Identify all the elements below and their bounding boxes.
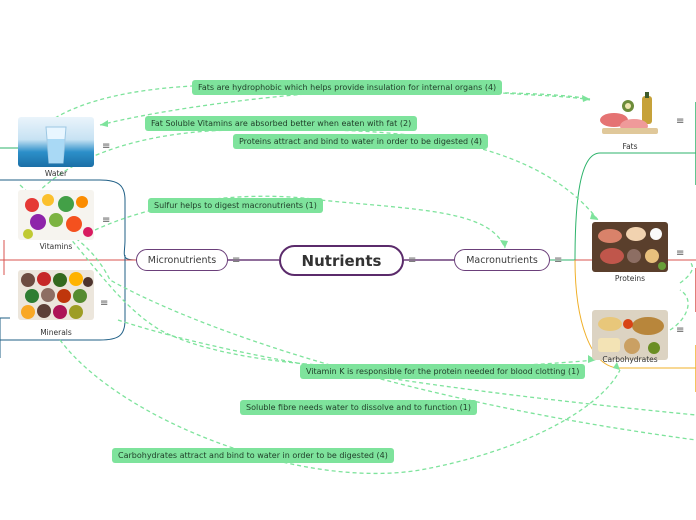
fruits-vegetables-icon (23, 194, 93, 239)
central-menu-icon[interactable]: ≡ (408, 255, 417, 266)
relationship-label[interactable]: Fat Soluble Vitamins are absorbed better… (145, 116, 418, 131)
proteins-menu-icon[interactable]: ≡ (676, 248, 685, 259)
relationship-label[interactable]: Soluble fibre needs water to dissolve an… (240, 400, 478, 415)
proteins-image[interactable] (592, 222, 668, 272)
carbohydrates-image[interactable] (592, 310, 668, 360)
relationship-label[interactable]: Proteins attract and bind to water in or… (233, 134, 489, 149)
relationship-label[interactable]: Carbohydrates attract and bind to water … (112, 448, 394, 463)
protein-foods-icon (598, 227, 666, 270)
water-image[interactable] (18, 117, 94, 167)
water-label: Water (44, 169, 68, 178)
minerals-menu-icon[interactable]: ≡ (100, 298, 109, 309)
macronutrients-node[interactable]: Macronutrients (454, 249, 550, 271)
carbohydrate-foods-icon (598, 317, 664, 354)
minerals-label: Minerals (40, 328, 72, 337)
mineral-foods-icon (21, 272, 93, 319)
micronutrients-label: Micronutrients (147, 254, 217, 266)
macronutrients-label: Macronutrients (466, 254, 538, 266)
fats-menu-icon[interactable]: ≡ (676, 116, 685, 127)
central-topic-nutrients[interactable]: Nutrients (279, 245, 404, 276)
minerals-image[interactable] (18, 270, 94, 320)
vitamins-menu-icon[interactable]: ≡ (102, 215, 111, 226)
relationship-label[interactable]: Vitamin K is responsible for the protein… (300, 364, 586, 379)
carbohydrates-label: Carbohydrates (602, 355, 658, 364)
fats-foods-icon (600, 92, 658, 134)
proteins-label: Proteins (614, 274, 646, 283)
water-glass-icon (45, 126, 67, 164)
water-menu-icon[interactable]: ≡ (102, 141, 111, 152)
central-topic-label: Nutrients (301, 251, 382, 270)
fats-image[interactable] (592, 90, 668, 140)
relationship-label[interactable]: Sulfur helps to digest macronutrients (1… (148, 198, 323, 213)
macronutrients-menu-icon[interactable]: ≡ (554, 255, 563, 266)
vitamins-label: Vitamins (39, 242, 73, 251)
micronutrients-node[interactable]: Micronutrients (136, 249, 228, 271)
micronutrients-menu-icon[interactable]: ≡ (232, 255, 241, 266)
relationship-label[interactable]: Fats are hydrophobic which helps provide… (192, 80, 503, 95)
carbohydrates-menu-icon[interactable]: ≡ (676, 325, 685, 336)
fats-label: Fats (622, 142, 638, 151)
vitamins-image[interactable] (18, 190, 94, 240)
